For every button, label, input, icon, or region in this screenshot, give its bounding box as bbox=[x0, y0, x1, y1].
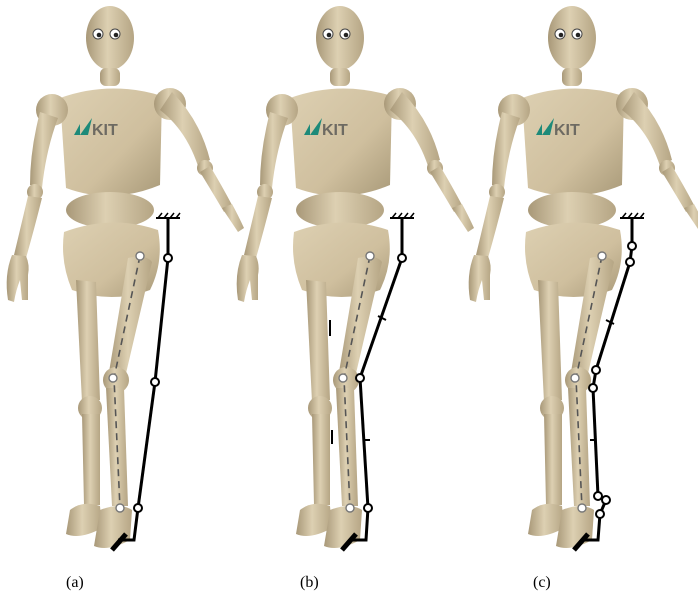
caption-c: (c) bbox=[533, 574, 551, 592]
caption-b: (b) bbox=[300, 574, 319, 592]
kit-logo-text: KIT bbox=[92, 122, 118, 139]
panel-c: KIT bbox=[469, 6, 698, 550]
panel-a: KIT bbox=[7, 6, 244, 550]
kit-logo-text: KIT bbox=[322, 122, 348, 139]
panel-b: KIT bbox=[237, 6, 474, 550]
caption-a: (a) bbox=[66, 574, 84, 592]
kit-logo-text: KIT bbox=[554, 122, 580, 139]
